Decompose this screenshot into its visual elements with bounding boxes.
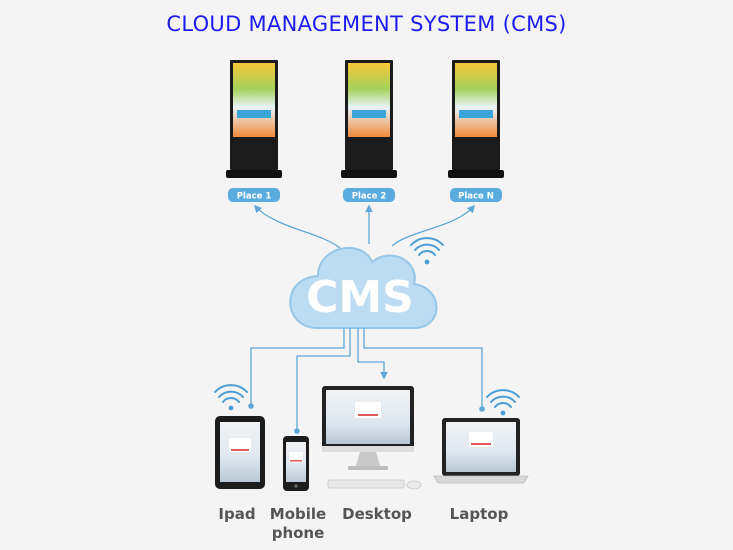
node-dot-laptop [479,406,485,412]
cloud-label: CMS [306,272,414,323]
place-badge-2: Place 2 [343,188,395,202]
node-dot-mobile [294,428,300,434]
wifi-icon [410,237,444,265]
kiosk-place-1 [226,60,282,178]
desktop-device [322,386,422,490]
node-dot-ipad [248,403,254,409]
device-label-desktop: Desktop [342,505,412,523]
upload-arrows [253,204,476,249]
wifi-icon [486,389,520,416]
device-label-laptop: Laptop [449,505,509,523]
kiosk-place-n [448,60,504,178]
page-title: CLOUD MANAGEMENT SYSTEM (CMS) [166,12,567,36]
kiosk-place-2 [341,60,397,178]
svg-text:Place 2: Place 2 [352,192,387,202]
place-badge-1: Place 1 [228,188,280,202]
wifi-icon [214,384,248,411]
ipad-device [215,416,265,489]
device-label-ipad: Ipad [218,505,256,523]
svg-text:Place 1: Place 1 [237,192,272,202]
device-connections [250,328,483,430]
svg-text:Place N: Place N [458,192,494,202]
laptop-device [433,418,529,484]
device-label-mobile: Mobile phone [269,505,327,542]
cloud-icon [289,247,438,329]
mobile-device [283,436,309,491]
place-badge-n: Place N [450,188,502,202]
